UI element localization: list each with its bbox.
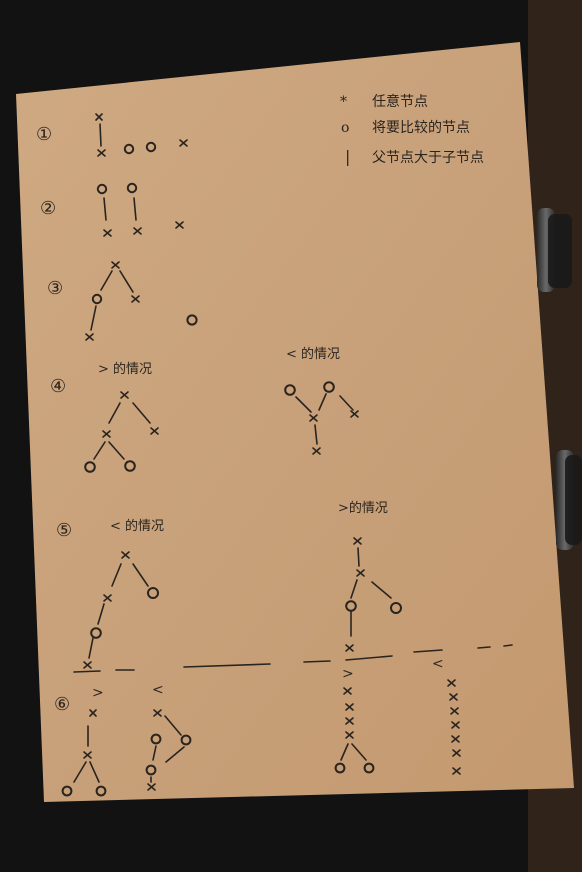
step-5-number: ⑤ bbox=[56, 520, 72, 541]
caption-step4-right: < 的情况 bbox=[286, 346, 340, 362]
sketch-step6-a bbox=[61, 709, 107, 797]
step-2-number: ② bbox=[40, 198, 56, 219]
sketch-step3 bbox=[85, 261, 198, 341]
caption-step6-a: > bbox=[92, 685, 104, 701]
caption-step6-c: > bbox=[342, 666, 354, 682]
step-4-number: ④ bbox=[50, 376, 66, 397]
sketch-step4-right-tree bbox=[284, 381, 359, 455]
step-6-number: ⑥ bbox=[54, 694, 70, 715]
sketch-step5-right-tree bbox=[345, 537, 402, 652]
dashed-divider bbox=[73, 644, 513, 673]
legend-symbol-bar: | bbox=[345, 147, 350, 166]
sketch-step5-left-tree bbox=[83, 551, 159, 669]
sketch-step6-d bbox=[447, 679, 461, 775]
sketch-step1 bbox=[95, 113, 188, 157]
sketch-step4-left-tree bbox=[84, 391, 159, 473]
legend-symbol-star: * bbox=[340, 94, 347, 110]
caption-step5-left: < 的情况 bbox=[110, 518, 164, 534]
legend-text-parent-greater: 父节点大于子节点 bbox=[372, 150, 484, 166]
legend-symbol-circle: o bbox=[341, 120, 349, 136]
legend: * 任意节点 o 将要比较的节点 | 父节点大于子节点 bbox=[340, 93, 484, 166]
legend-text-any-node: 任意节点 bbox=[372, 93, 428, 110]
binder-clip-bottom bbox=[556, 450, 582, 550]
paper-sheet bbox=[16, 42, 574, 802]
sketch-step2 bbox=[96, 182, 184, 237]
legend-text-compare-node: 将要比较的节点 bbox=[372, 120, 470, 136]
sketch-step6-b bbox=[145, 709, 192, 791]
binder-clip-top bbox=[537, 208, 572, 292]
caption-step6-b: < bbox=[152, 682, 164, 698]
caption-step4-left: > 的情况 bbox=[98, 361, 152, 377]
caption-step5-right: >的情况 bbox=[338, 500, 388, 516]
step-1-number: ① bbox=[36, 124, 52, 145]
sketch-step6-c bbox=[334, 687, 375, 774]
step-3-number: ③ bbox=[47, 278, 63, 299]
caption-step6-d: < bbox=[432, 656, 444, 672]
